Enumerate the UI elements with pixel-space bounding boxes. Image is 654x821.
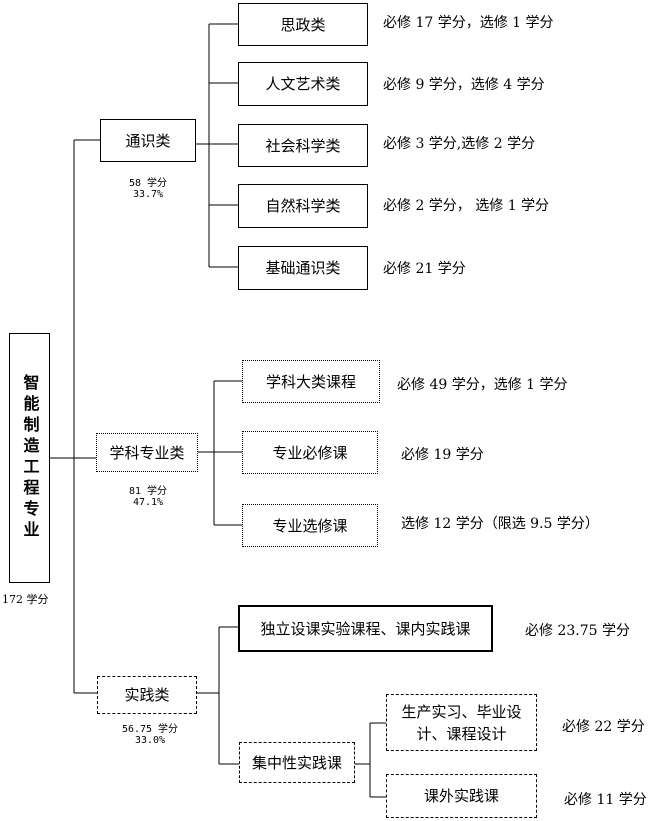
major-percent: 47.1% [132, 497, 164, 508]
general-item-note: 必修 2 学分， 选修 1 学分 [383, 198, 550, 214]
major-stats: 81 学分 47.1% [118, 486, 178, 508]
practice-concentrated-box: 集中性实践课 [239, 742, 355, 783]
internship-label-line1: 生产实习、毕业设 [401, 702, 522, 721]
general-item-note: 必修 17 学分，选修 1 学分 [383, 15, 554, 31]
major-category-box: 学科专业类 [96, 433, 198, 472]
general-item-note: 必修 9 学分，选修 4 学分 [383, 77, 545, 93]
general-item-social-science-box: 社会科学类 [238, 124, 368, 167]
general-item-foundation-box: 基础通识类 [238, 246, 368, 290]
practice-concentrated-item-label: 课外实践课 [423, 787, 499, 805]
major-credits: 81 学分 [128, 486, 168, 497]
major-item-elective-box: 专业选修课 [242, 504, 378, 547]
general-credits: 58 学分 [128, 178, 168, 189]
major-item-note: 必修 19 学分 [401, 447, 484, 463]
practice-category-label: 实践类 [124, 686, 170, 704]
general-category-box: 通识类 [100, 119, 196, 162]
general-item-label: 自然科学类 [265, 197, 341, 215]
practice-credits: 56.75 学分 [121, 724, 179, 735]
major-item-label: 专业选修课 [272, 516, 348, 535]
general-item-label: 思政类 [280, 15, 326, 34]
internship-label-line2: 计、课程设计 [416, 724, 507, 743]
major-item-label: 专业必修课 [272, 443, 348, 462]
general-item-label: 社会科学类 [265, 136, 341, 155]
practice-percent: 33.0% [134, 735, 166, 746]
general-stats: 58 学分 33.7% [118, 178, 178, 200]
general-item-humanities-box: 人文艺术类 [238, 62, 368, 106]
general-item-natural-science-box: 自然科学类 [238, 184, 368, 228]
general-percent: 33.7% [132, 189, 164, 200]
root-major-box: 智能制造工程专业 [9, 333, 50, 583]
major-category-label: 学科专业类 [109, 443, 185, 462]
major-item-note: 选修 12 学分（限选 9.5 学分） [401, 516, 599, 532]
major-item-required-box: 专业必修课 [242, 431, 378, 474]
major-item-note: 必修 49 学分，选修 1 学分 [397, 377, 568, 393]
practice-concentrated-item-extracurricular-box: 课外实践课 [386, 774, 537, 818]
practice-concentrated-item-internship-box: 生产实习、毕业设 计、课程设计 [386, 694, 537, 751]
general-category-label: 通识类 [125, 131, 171, 150]
general-item-ideology-box: 思政类 [238, 3, 368, 46]
practice-concentrated-label: 集中性实践课 [251, 753, 342, 772]
general-item-label: 人文艺术类 [265, 75, 341, 93]
general-item-note: 必修 3 学分,选修 2 学分 [383, 136, 536, 152]
root-credits: 172 学分 [2, 593, 49, 606]
practice-concentrated-item-note: 必修 11 学分 [564, 792, 647, 808]
general-item-label: 基础通识类 [265, 259, 341, 277]
practice-category-box: 实践类 [97, 676, 197, 714]
practice-independent-box: 独立设课实验课程、课内实践课 [238, 605, 493, 652]
root-major-label: 智能制造工程专业 [20, 374, 40, 542]
practice-stats: 56.75 学分 33.0% [115, 724, 185, 746]
practice-independent-label: 独立设课实验课程、课内实践课 [260, 619, 471, 638]
practice-independent-note: 必修 23.75 学分 [525, 623, 630, 639]
practice-concentrated-item-note: 必修 22 学分 [562, 719, 645, 735]
major-item-discipline-box: 学科大类课程 [242, 360, 380, 403]
major-item-label: 学科大类课程 [265, 372, 356, 391]
general-item-note: 必修 21 学分 [383, 261, 466, 277]
